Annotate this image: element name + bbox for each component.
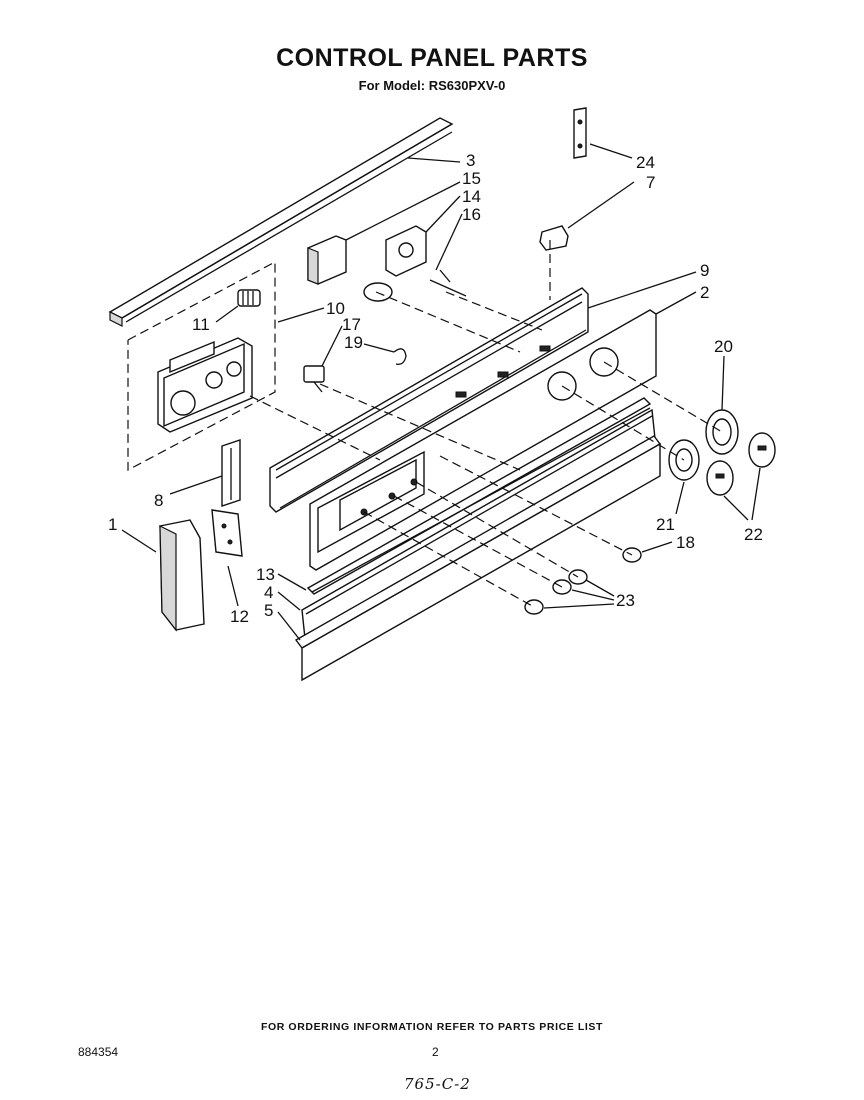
callout-14: 14 (462, 187, 481, 206)
page-title: CONTROL PANEL PARTS (276, 44, 588, 72)
part-12-bracket (211, 509, 243, 557)
callout-22: 22 (744, 525, 763, 544)
part-1-end-cap (159, 519, 205, 632)
part-21-bezel (668, 439, 700, 481)
page-number: 2 (432, 1045, 439, 1059)
part-7-clip (539, 225, 569, 251)
callout-8: 8 (154, 491, 163, 510)
callout-13: 13 (256, 565, 275, 584)
part-10-clock (157, 337, 253, 433)
callout-7: 7 (646, 173, 655, 192)
leader-lines (121, 143, 761, 641)
callout-5: 5 (264, 601, 273, 620)
callout-20: 20 (714, 337, 733, 356)
callout-3: 3 (466, 151, 475, 170)
callout-17: 17 (342, 315, 361, 334)
part-3-trim-strip (108, 117, 454, 327)
part-15-switch (307, 235, 347, 285)
callout-19: 19 (344, 333, 363, 352)
part-13-trim (306, 397, 652, 595)
part-14-switch (385, 225, 427, 277)
callout-11: 11 (192, 315, 210, 334)
callout-24: 24 (636, 153, 655, 172)
part-24-bracket (573, 107, 587, 159)
callout-10: 10 (326, 299, 345, 318)
part-5-bottom-trim (294, 435, 662, 682)
handwritten-annotation: 765-C-2 (404, 1075, 471, 1093)
part-19-clip (393, 348, 407, 365)
callout-1: 1 (108, 515, 117, 534)
model-subtitle: For Model: RS630PXV-0 (358, 78, 506, 93)
part-2-control-panel (309, 309, 657, 571)
part-22-knob-lower (706, 460, 734, 496)
clock-assembly-group-outline (127, 261, 276, 471)
callout-23: 23 (616, 591, 635, 610)
callout-2: 2 (700, 283, 709, 302)
callout-18: 18 (676, 533, 695, 552)
part-11-clock-knob (237, 289, 261, 307)
part-22-knob-upper (748, 432, 776, 468)
document-number: 884354 (78, 1045, 119, 1059)
callout-9: 9 (700, 261, 709, 280)
callout-labels: 3 15 14 16 24 7 9 2 10 11 17 19 20 8 1 2… (108, 151, 763, 626)
callout-21: 21 (656, 515, 675, 534)
part-9-rear-panel (269, 287, 589, 513)
alignment-lines (249, 240, 723, 608)
callout-4: 4 (264, 583, 273, 602)
part-17-switch (303, 365, 325, 393)
part-20-bezel (705, 409, 739, 455)
ordering-info-note: FOR ORDERING INFORMATION REFER TO PARTS … (260, 1021, 604, 1033)
callout-15: 15 (462, 169, 481, 188)
part-16-lamp (363, 269, 467, 302)
exploded-parts-diagram: 3 15 14 16 24 7 9 2 10 11 17 19 20 8 1 2… (108, 107, 776, 682)
callout-12: 12 (230, 607, 249, 626)
callout-16: 16 (462, 205, 481, 224)
part-8-bracket (221, 439, 241, 507)
part-23-knob-c (524, 599, 544, 615)
part-23-knob-b (552, 579, 572, 595)
